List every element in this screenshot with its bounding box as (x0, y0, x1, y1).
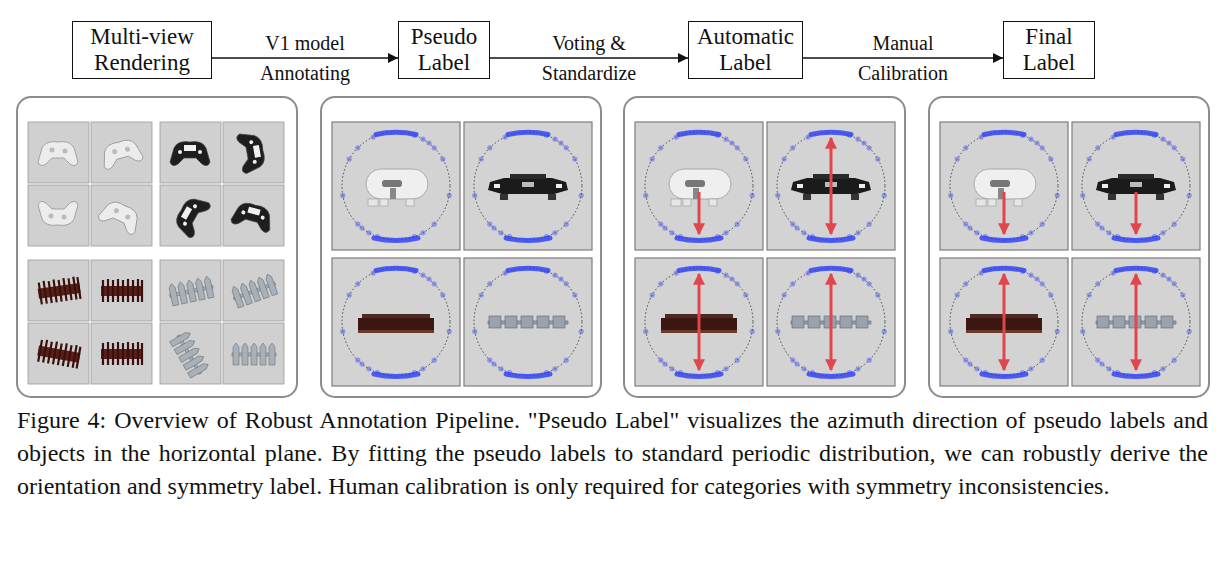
flow-arrow (490, 57, 688, 59)
figure-caption: Figure 4: Overview of Robust Annotation … (17, 404, 1208, 503)
pseudo-label-views (332, 122, 592, 386)
box-label: Final Label (1009, 24, 1089, 76)
edge-label: V1 model Annotating (249, 28, 361, 88)
flow-arrow (803, 57, 1003, 59)
process-box: Multi-view Rendering (72, 21, 212, 79)
pseudo-panel (321, 97, 601, 397)
final-panel (929, 97, 1209, 397)
flow-arrow (212, 57, 398, 59)
final-label-views (940, 122, 1200, 386)
edge-label: Manual Calibration (847, 28, 959, 88)
automatic-label-views (635, 122, 895, 386)
process-box: Final Label (1003, 21, 1095, 79)
box-label: Automatic Label (694, 24, 797, 76)
process-box: Automatic Label (688, 21, 803, 79)
render-views (28, 122, 284, 384)
process-box: Pseudo Label (398, 21, 490, 79)
rendering-panel (17, 97, 297, 397)
automatic-panel (624, 97, 905, 397)
box-label: Multi-view Rendering (78, 24, 206, 76)
box-label: Pseudo Label (404, 24, 484, 76)
edge-label: Voting & Standardize (533, 28, 645, 88)
